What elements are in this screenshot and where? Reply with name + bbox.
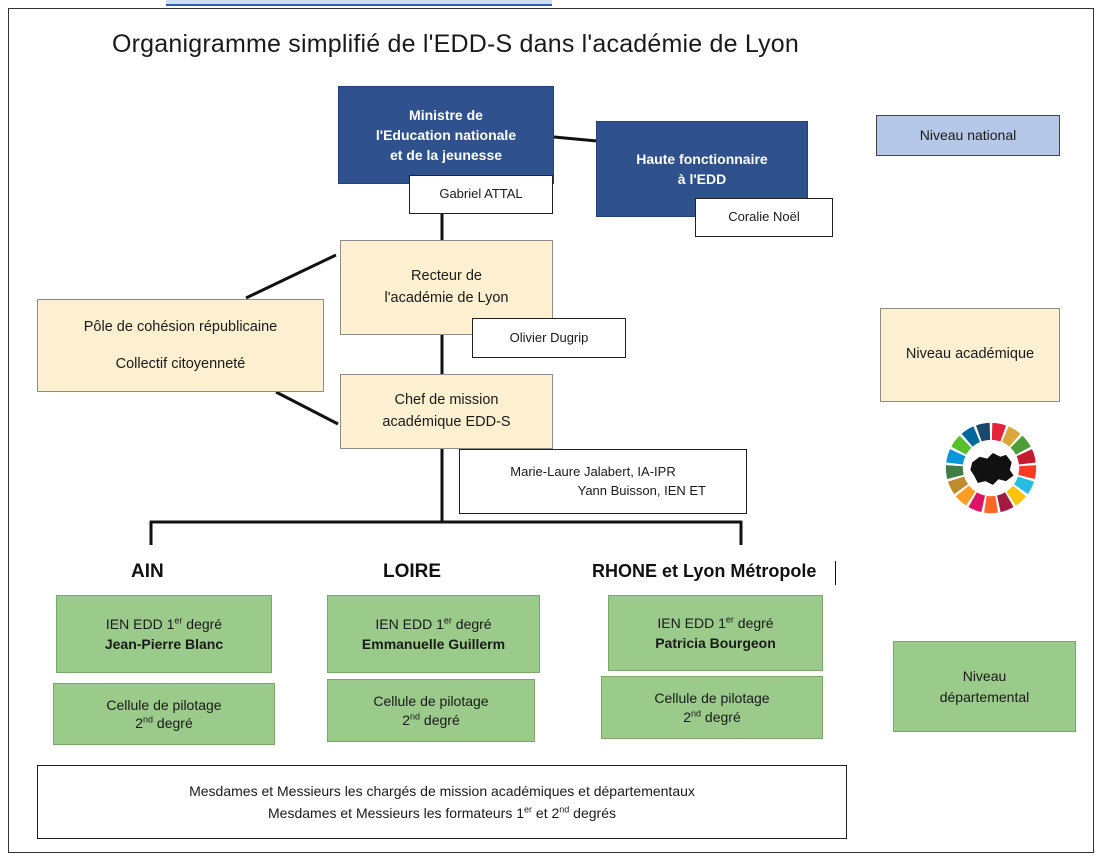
sdg-wheel-segment	[975, 422, 991, 442]
rhone-cellule-label: Cellule de pilotage	[654, 690, 770, 707]
footer-line-2: Mesdames et Messieurs les formateurs 1er…	[268, 804, 616, 821]
chef-name-2: Yann Buisson, IEN ET	[577, 482, 706, 498]
recteur-name: Olivier Dugrip	[509, 329, 589, 345]
ministre-haute-connector	[553, 135, 598, 143]
sdg-wheel-segment	[968, 492, 985, 513]
sdg-wheel-segment	[947, 476, 968, 495]
chef-line-2: académique EDD-S	[382, 413, 511, 430]
ministre-name: Gabriel ATTAL	[439, 186, 523, 202]
rhone-cellule-box: Cellule de pilotage 2nd degré	[601, 676, 823, 739]
ain-cellule-label: Cellule de pilotage	[106, 696, 222, 713]
sdg-wheel-segment	[997, 492, 1014, 513]
sdg-wheel-segment	[1010, 435, 1031, 455]
ain-degre-label: 2nd degré	[135, 714, 193, 731]
sdg-wheel-segment	[1018, 465, 1037, 480]
sdg-wheel-segment	[946, 449, 966, 465]
dept-rhone-label: RHONE et Lyon Métropole	[592, 561, 817, 581]
legend-departemental-line-2: départemental	[939, 688, 1030, 705]
sdg-wheel-segment	[1014, 476, 1035, 495]
text-cursor	[835, 561, 836, 585]
sdg-wheel-segment	[1006, 485, 1027, 506]
rhone-degre-label: 2nd degré	[683, 707, 741, 725]
loire-cellule-label: Cellule de pilotage	[373, 693, 489, 710]
legend-departemental-line-1: Niveau	[962, 668, 1007, 685]
haute-line-2: à l'EDD	[677, 171, 727, 187]
legend-departemental: Niveau départemental	[893, 641, 1076, 732]
loire-cellule-box: Cellule de pilotage 2nd degré	[327, 679, 535, 742]
sdg-wheel-segment	[991, 422, 1007, 442]
chef-names-box: Marie-Laure Jalabert, IA-IPR Yann Buisso…	[459, 449, 747, 514]
ain-ien-name: Jean-Pierre Blanc	[104, 636, 224, 652]
loire-degre-label: 2nd degré	[402, 710, 460, 728]
chef-name-1: Marie-Laure Jalabert, IA-IPR	[510, 463, 676, 479]
legend-national: Niveau national	[876, 115, 1060, 156]
loire-ien-box: IEN EDD 1er degré Emmanuelle Guillerm	[327, 595, 540, 673]
recteur-line-1: Recteur de	[411, 268, 482, 285]
pole-line-2: Collectif citoyenneté	[115, 355, 246, 372]
dept-ain-label: AIN	[131, 561, 164, 582]
legend-academique-label: Niveau académique	[905, 346, 1035, 363]
sdg-wheel-segment	[1016, 449, 1036, 465]
sdg-wheel-segment	[961, 426, 981, 447]
sdg-wheel-segment	[955, 485, 976, 506]
ministre-line-1: Ministre de	[409, 106, 483, 123]
page-title: Organigramme simplifié de l'EDD-S dans l…	[112, 30, 799, 58]
top-tab-decoration	[166, 0, 552, 6]
rhone-ien-label: IEN EDD 1er degré	[657, 614, 774, 631]
sdg-wheel-segment	[945, 465, 964, 480]
sdg-wheel-segment	[1001, 426, 1021, 447]
loire-ien-label: IEN EDD 1er degré	[375, 615, 492, 632]
pole-line-1: Pôle de cohésion républicaine	[83, 318, 278, 335]
recteur-line-2: l'académie de Lyon	[384, 289, 509, 306]
pole-cohesion-box: Pôle de cohésion républicaine Collectif …	[37, 299, 324, 392]
chef-mission-box: Chef de mission académique EDD-S	[340, 374, 553, 449]
sdg-wheel-segment	[984, 495, 998, 514]
footer-box: Mesdames et Messieurs les chargés de mis…	[37, 765, 847, 839]
haute-name: Coralie Noël	[728, 209, 800, 225]
footer-line-1: Mesdames et Messieurs les chargés de mis…	[189, 782, 695, 799]
legend-national-label: Niveau national	[919, 127, 1017, 144]
haute-line-1: Haute fonctionnaire	[636, 150, 768, 167]
ministre-name-box: Gabriel ATTAL	[409, 175, 553, 214]
ministre-line-3: et de la jeunesse	[389, 147, 503, 164]
pole-chef-connector	[275, 390, 339, 426]
ministre-box: Ministre de l'Education nationale et de …	[338, 86, 554, 184]
ministre-line-2: l'Education nationale	[375, 126, 517, 143]
rhone-ien-name: Patricia Bourgeon	[655, 635, 776, 651]
sdg-wheel-segment	[951, 435, 972, 455]
ain-cellule-box: Cellule de pilotage 2nd degré	[53, 683, 275, 745]
sdg-wheel-icon	[945, 422, 1037, 514]
legend-academique: Niveau académique	[880, 308, 1060, 402]
ain-ien-label: IEN EDD 1er degré	[105, 615, 223, 632]
loire-ien-name: Emmanuelle Guillerm	[361, 636, 506, 652]
pole-recteur-connector	[245, 253, 337, 300]
recteur-name-box: Olivier Dugrip	[472, 318, 626, 358]
dept-loire-label: LOIRE	[383, 561, 442, 582]
ain-ien-box: IEN EDD 1er degré Jean-Pierre Blanc	[56, 595, 272, 673]
chef-line-1: Chef de mission	[394, 392, 499, 409]
haute-name-box: Coralie Noël	[695, 198, 833, 237]
rhone-ien-box: IEN EDD 1er degré Patricia Bourgeon	[608, 595, 823, 671]
